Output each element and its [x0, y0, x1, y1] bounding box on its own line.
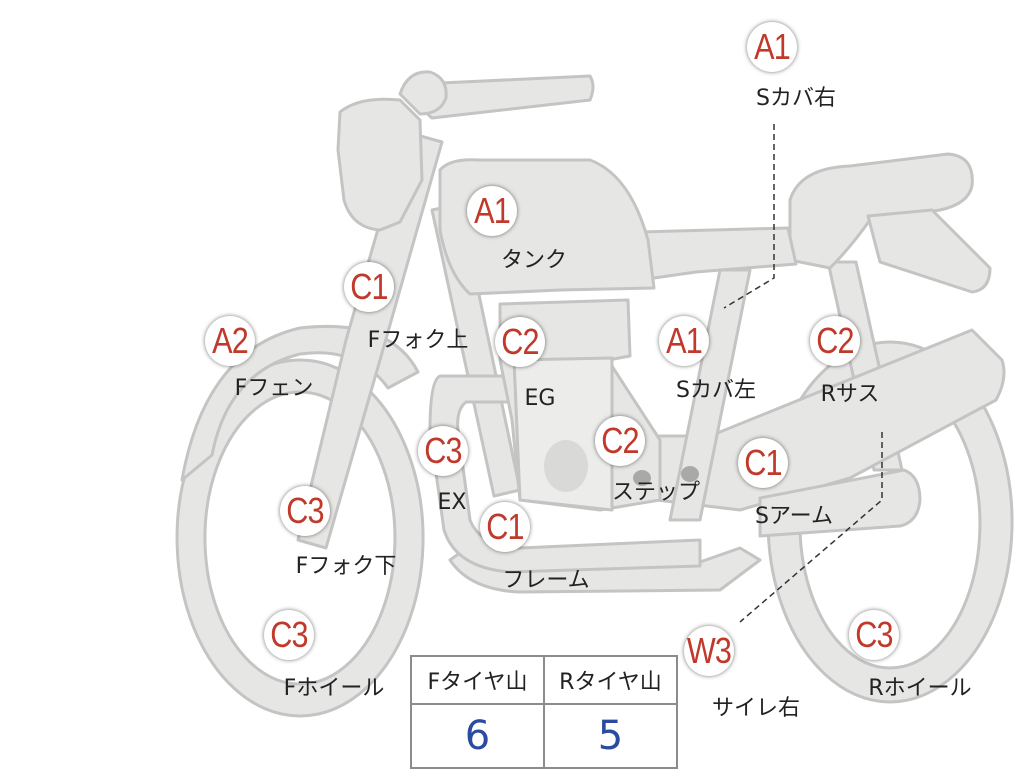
step-peg	[681, 466, 699, 482]
badge-code: C3	[286, 490, 324, 531]
label-f-fork-upper: Fフォク上	[367, 328, 469, 353]
header-front-tire: Fタイヤ山	[410, 655, 545, 705]
value-rear-tire: 5	[543, 703, 678, 769]
badge-code: C2	[816, 320, 854, 361]
label-engine: EG	[524, 386, 556, 411]
badge-code: A2	[212, 320, 249, 361]
badge-code: C1	[744, 442, 782, 483]
badge-frame: C1	[480, 502, 530, 552]
label-s-cover-left: Sカバ左	[676, 378, 756, 403]
badge-code: A1	[754, 26, 791, 67]
badge-f-fork-upper: C1	[344, 262, 394, 312]
label-r-wheel: Rホイール	[868, 676, 972, 701]
front-fork	[296, 130, 444, 550]
badge-f-wheel: C3	[264, 610, 314, 660]
label-silencer-right: サイレ右	[711, 696, 801, 721]
badge-code: C2	[601, 420, 639, 461]
badge-code: C2	[501, 321, 539, 362]
badge-code: C3	[855, 614, 893, 655]
mirror	[398, 70, 448, 116]
label-tank: タンク	[500, 248, 568, 273]
label-exhaust: EX	[437, 490, 467, 515]
table-value-row: 6 5	[410, 703, 678, 769]
badge-code: C1	[486, 506, 524, 547]
badge-code: C1	[350, 266, 388, 307]
badge-f-fork-lower: C3	[280, 486, 330, 536]
label-frame: フレーム	[502, 568, 590, 593]
seat	[788, 152, 974, 270]
badge-code: A1	[474, 190, 511, 231]
badge-code: C3	[270, 614, 308, 655]
leader-line-s-cover-right	[723, 124, 775, 309]
label-s-cover-right: Sカバ右	[756, 86, 836, 111]
label-step: ステップ	[611, 480, 701, 505]
silencer	[758, 468, 922, 538]
leader-line-silencer	[739, 432, 883, 623]
frame-rail-rear	[668, 268, 752, 522]
value-front-tire: 6	[410, 703, 545, 769]
label-swing-arm: Sアーム	[755, 504, 833, 529]
badge-r-wheel: C3	[849, 610, 899, 660]
badge-code: A1	[666, 320, 703, 361]
badge-code: C3	[424, 430, 462, 471]
label-f-wheel: Fホイール	[283, 676, 385, 701]
engine-disc	[544, 440, 588, 492]
exhaust-pipe	[428, 374, 702, 574]
tire-tread-table: Fタイヤ山 Rタイヤ山 6 5	[410, 655, 678, 769]
label-r-suspension: Rサス	[820, 382, 880, 407]
badge-exhaust: C3	[418, 426, 468, 476]
badge-r-suspension: C2	[810, 316, 860, 366]
header-rear-tire: Rタイヤ山	[543, 655, 678, 705]
badge-s-cover-left: A1	[659, 316, 709, 366]
badge-tank: A1	[467, 186, 517, 236]
label-f-fork-lower: Fフォク下	[295, 554, 397, 579]
badge-swing-arm: C1	[738, 438, 788, 488]
badge-step: C2	[595, 416, 645, 466]
badge-f-fender: A2	[205, 316, 255, 366]
engine-cylinder	[512, 356, 614, 512]
badge-s-cover-right: A1	[747, 22, 797, 72]
label-f-fender: Fフェン	[234, 376, 314, 401]
headlight-cowl	[336, 97, 424, 232]
badge-code: W3	[686, 630, 732, 671]
badge-silencer-right: W3	[684, 626, 734, 676]
step-peg	[633, 470, 651, 486]
side-cover	[638, 226, 798, 282]
tail-cowl	[866, 208, 992, 294]
table-header-row: Fタイヤ山 Rタイヤ山	[410, 655, 678, 705]
badge-engine: C2	[495, 317, 545, 367]
